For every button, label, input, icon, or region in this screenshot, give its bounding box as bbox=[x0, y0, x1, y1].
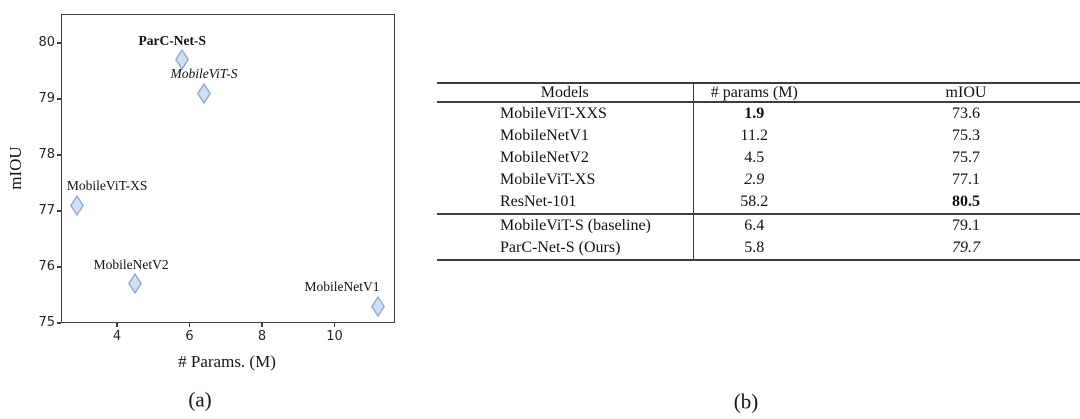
diamond-marker-icon bbox=[371, 295, 385, 317]
table-row: MobileViT-XXS 1.9 73.6 bbox=[437, 102, 1080, 125]
x-tick-label: 8 bbox=[257, 329, 267, 344]
col-header-params: # params (M) bbox=[693, 83, 815, 103]
y-tick-label: 77 bbox=[38, 203, 55, 218]
table-row: MobileViT-XS 2.9 77.1 bbox=[437, 169, 1080, 191]
y-tick-mark bbox=[57, 98, 61, 100]
y-tick-label: 80 bbox=[38, 35, 55, 50]
point-label: ParC-Net-S bbox=[138, 32, 206, 48]
cell-miou: 80.5 bbox=[815, 191, 1080, 215]
cell-params: 58.2 bbox=[693, 191, 815, 215]
diamond-marker-icon bbox=[128, 273, 143, 295]
x-tick-mark bbox=[116, 323, 118, 327]
col-header-miou: mIOU bbox=[815, 83, 1080, 103]
plot-area bbox=[61, 14, 395, 323]
point-label: MobileNetV1 bbox=[304, 279, 380, 295]
table-row: MobileViT-S (baseline) 6.4 79.1 bbox=[437, 214, 1080, 237]
x-tick-mark bbox=[333, 323, 336, 327]
cell-model: MobileNetV1 bbox=[437, 125, 694, 147]
cell-model: MobileViT-XXS bbox=[437, 102, 694, 125]
diamond-marker-icon bbox=[70, 194, 85, 216]
cell-miou: 75.7 bbox=[952, 149, 980, 166]
y-tick-label: 78 bbox=[38, 147, 55, 162]
y-tick-mark bbox=[57, 42, 61, 44]
cell-model: ResNet-101 bbox=[437, 191, 694, 215]
cell-params: 4.5 bbox=[744, 149, 765, 166]
point-label: MobileNetV2 bbox=[93, 256, 169, 272]
x-tick-label: 6 bbox=[185, 329, 194, 344]
point-label: MobileViT-XS bbox=[66, 178, 148, 194]
y-tick-mark bbox=[57, 266, 61, 268]
y-tick-mark bbox=[57, 210, 61, 212]
cell-model: ParC-Net-S (Ours) bbox=[437, 237, 694, 261]
cell-miou: 75.3 bbox=[952, 127, 980, 144]
cell-params: 1.9 bbox=[744, 105, 765, 122]
cell-miou: 73.6 bbox=[952, 105, 980, 122]
x-tick-mark bbox=[188, 323, 191, 327]
cell-miou: 79.1 bbox=[952, 217, 980, 234]
caption-a: (a) bbox=[188, 387, 212, 412]
y-tick-label: 79 bbox=[38, 91, 55, 106]
cell-miou: 79.7 bbox=[815, 237, 1080, 261]
table-row: MobileNetV1 11.2 75.3 bbox=[437, 125, 1080, 147]
x-tick-mark bbox=[261, 323, 263, 327]
x-tick-label: 4 bbox=[112, 329, 122, 344]
point-label: MobileViT-S bbox=[170, 66, 238, 82]
y-tick-mark bbox=[57, 154, 61, 156]
table-row: MobileNetV2 4.5 75.7 bbox=[437, 147, 1080, 169]
diamond-marker-icon bbox=[197, 82, 211, 104]
cell-params: 11.2 bbox=[740, 127, 768, 144]
cell-model: MobileViT-S (baseline) bbox=[437, 214, 694, 237]
cell-params: 6.4 bbox=[744, 217, 765, 234]
x-axis-title: # Params. (M) bbox=[178, 352, 276, 371]
table-header-row: Models # params (M) mIOU bbox=[437, 83, 1080, 103]
col-header-models: Models bbox=[437, 83, 694, 103]
diamond-marker-icon bbox=[175, 49, 190, 71]
y-tick-mark bbox=[57, 322, 61, 324]
y-tick-label: 76 bbox=[38, 259, 55, 274]
cell-model: MobileNetV2 bbox=[437, 147, 694, 169]
y-tick-label: 75 bbox=[38, 315, 55, 330]
cell-params: 2.9 bbox=[744, 171, 765, 188]
x-tick-label: 10 bbox=[326, 329, 343, 344]
results-table: Models # params (M) mIOU MobileViT-XXS 1.… bbox=[437, 82, 1080, 261]
caption-b: (b) bbox=[733, 389, 759, 414]
y-axis-title: mIOU bbox=[6, 146, 25, 190]
cell-miou: 77.1 bbox=[952, 171, 980, 188]
cell-params: 5.8 bbox=[693, 237, 815, 261]
cell-model: MobileViT-XS bbox=[437, 169, 694, 191]
